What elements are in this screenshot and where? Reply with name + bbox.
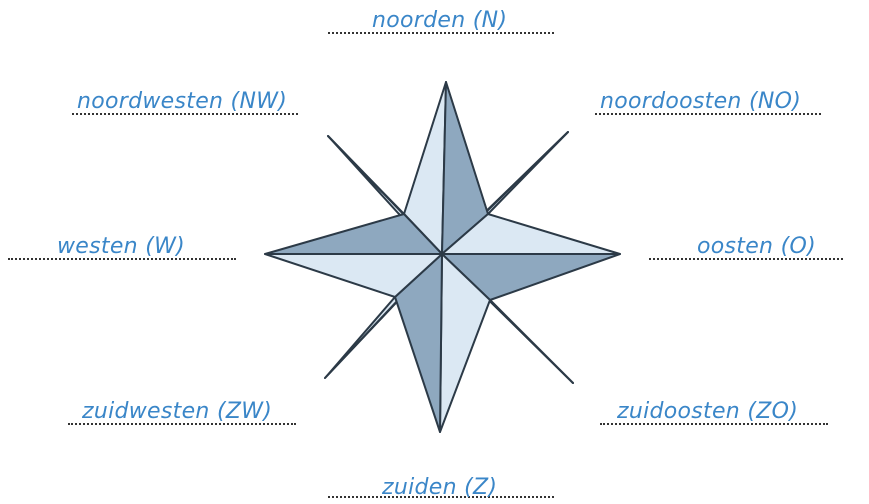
label-zuidoosten: zuidoosten (ZO) bbox=[617, 400, 798, 424]
label-westen: westen (W) bbox=[57, 235, 185, 259]
label-zuidwesten: zuidwesten (ZW) bbox=[82, 400, 272, 424]
label-oosten: oosten (O) bbox=[697, 235, 816, 259]
label-noorden: noorden (N) bbox=[372, 9, 507, 33]
label-noordwesten: noordwesten (NW) bbox=[77, 90, 287, 114]
label-noordoosten: noordoosten (NO) bbox=[600, 90, 801, 114]
label-zuiden: zuiden (Z) bbox=[382, 476, 497, 500]
